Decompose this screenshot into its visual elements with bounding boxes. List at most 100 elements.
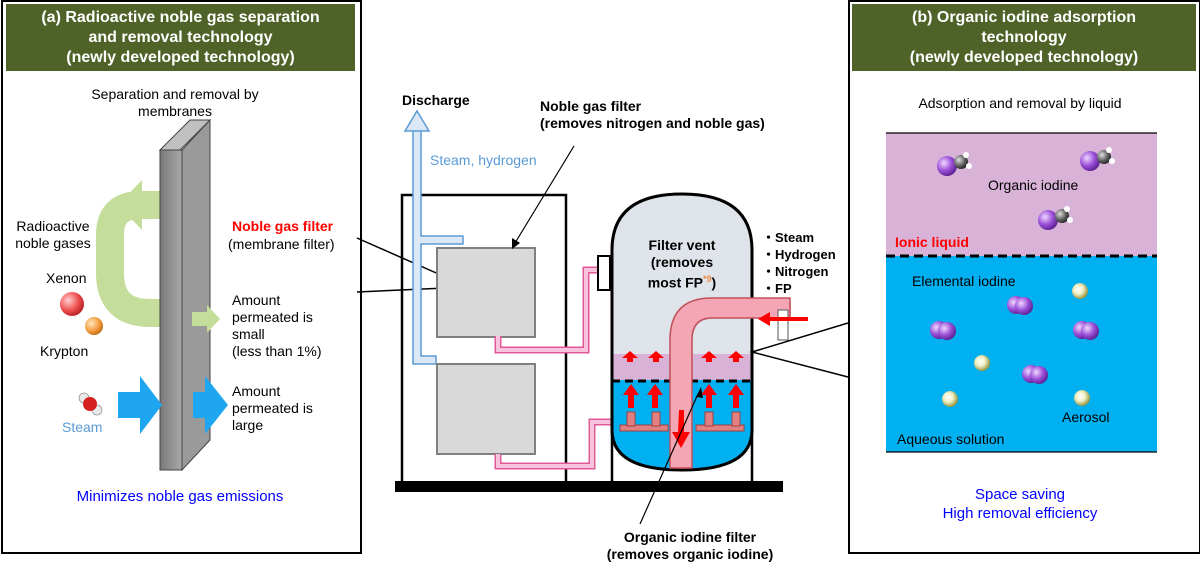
sparger-nozzle-2 <box>651 411 661 427</box>
xenon-label: Xenon <box>46 270 87 286</box>
membrane-caption-line2: membranes <box>138 103 212 119</box>
organic-filter-line2: (removes organic iodine) <box>606 546 774 562</box>
membrane-caption: Separation and removal by membranes <box>50 86 300 120</box>
noble-gas-return-arrowhead <box>118 180 142 230</box>
aqueous-solution-label: Aqueous solution <box>897 431 1005 447</box>
xenon-atom <box>60 292 84 316</box>
panel-b-header: (b) Organic iodine adsorption technology… <box>852 4 1196 71</box>
panel-a-footer: Minimizes noble gas emissions <box>76 488 284 505</box>
steam-hydrogen-label: Steam, hydrogen <box>430 152 537 168</box>
large-line1: Amount <box>232 383 281 399</box>
aerosol-label: Aerosol <box>1062 409 1110 425</box>
pipe-down-arrow <box>672 410 690 448</box>
up-arrow-1 <box>623 384 639 408</box>
radioactive-noble-gases-label: Radioactive noble gases <box>8 218 98 252</box>
elemental-iodine-label: Elemental iodine <box>912 273 1016 289</box>
noble-gas-filter-label: Noble gas filter <box>232 218 334 234</box>
steam-arrow-out <box>193 376 228 434</box>
aerosol-particle-3 <box>942 391 958 407</box>
inflow-nitrogen: ・Nitrogen <box>762 264 829 279</box>
noble-filter-line2: (removes nitrogen and noble gas) <box>540 115 765 131</box>
organic-filter-leader <box>639 393 699 525</box>
membrane-caption-line1: Separation and removal by <box>91 86 259 102</box>
krypton-label: Krypton <box>40 343 89 359</box>
small-permeation-arrow <box>192 305 220 333</box>
base-plate <box>395 481 783 492</box>
discharge-pipe <box>412 129 464 365</box>
krypton-atom <box>85 317 103 335</box>
organic-iodine-molecule-2 <box>1080 147 1115 171</box>
filter-vent-vessel <box>610 192 754 472</box>
ionic-liquid-layer <box>886 133 1157 256</box>
vent-line3: most FP <box>647 274 704 291</box>
organic-iodine-filter-callout: Organic iodine filter (removes organic i… <box>560 529 820 563</box>
elemental-iodine-molecule-3 <box>1073 321 1099 340</box>
panel-b-title-line3: (newly developed technology) <box>909 48 1139 66</box>
vent-line2: (removes <box>650 254 714 270</box>
discharge-arrowhead <box>403 109 431 132</box>
pink-pipe-lower-inner <box>496 420 612 468</box>
small-line1: Amount <box>232 292 281 308</box>
organic-iodine-molecule-3 <box>1038 206 1073 230</box>
vent-line3-end: ) <box>711 274 717 291</box>
up-arrow-4 <box>728 384 744 408</box>
vent-line3-row: most FP*9) <box>622 271 742 292</box>
organic-filter-line1: Organic iodine filter <box>623 529 757 545</box>
panel-b-footer-line1: Space saving <box>974 486 1066 503</box>
organic-filter-leader-head <box>696 387 703 398</box>
inflow-fp: ・FP <box>762 281 792 296</box>
filter-vent-label: Filter vent (removes most FP*9) <box>622 237 742 292</box>
aerosol-particle-4 <box>1074 390 1090 406</box>
ionic-liquid-label: Ionic liquid <box>895 234 969 250</box>
panel-b-title-line2: technology <box>981 28 1067 46</box>
up-arrow-2 <box>647 384 663 408</box>
noble-filter-leader <box>514 145 575 244</box>
aerosol-particle-2 <box>974 355 990 371</box>
noble-gas-filter-box-lower <box>436 363 536 455</box>
radioactive-line2: noble gases <box>15 235 91 251</box>
aqueous-layer <box>886 256 1157 452</box>
inlet-red-arrow <box>758 312 808 326</box>
vent-line1: Filter vent <box>648 237 716 253</box>
inflow-hydrogen: ・Hydrogen <box>762 247 836 262</box>
noble-filter-leader-head <box>512 238 520 249</box>
water-molecule-o <box>83 397 97 411</box>
up-arrow-3 <box>701 384 717 408</box>
sparger-nozzle-3 <box>704 411 714 427</box>
inflow-steam: ・Steam <box>762 230 815 245</box>
elemental-iodine-molecule-1 <box>1007 296 1033 315</box>
noble-filter-line1: Noble gas filter <box>540 98 642 114</box>
up-arrow-8 <box>728 351 744 362</box>
steam-arrow-in <box>118 376 162 434</box>
organic-iodine-label: Organic iodine <box>988 177 1079 193</box>
membrane-wall <box>159 149 183 471</box>
panel-b-footer-line2: High removal efficiency <box>942 505 1098 522</box>
discharge-label: Discharge <box>402 92 470 108</box>
callout-line-b <box>749 322 849 378</box>
membrane-filter-label: (membrane filter) <box>228 236 335 252</box>
aerosol-particle-1 <box>1072 283 1088 299</box>
upward-arrows-water <box>623 384 744 408</box>
small-line2: permeated is <box>232 309 313 325</box>
small-line3: small <box>232 326 265 342</box>
panel-a-header: (a) Radioactive noble gas separation and… <box>6 4 355 71</box>
sparger-nozzle-4 <box>731 411 741 427</box>
elemental-iodine-molecule-4 <box>1022 365 1048 384</box>
upward-arrows-ionic <box>622 351 744 362</box>
panel-a-title-line2: and removal technology <box>88 28 273 46</box>
pink-pipe-upper-inner <box>496 268 606 352</box>
up-arrow-5 <box>622 351 638 362</box>
inflow-list: ・Steam ・Hydrogen ・Nitrogen ・FP <box>762 229 836 297</box>
filter-frame <box>400 193 568 481</box>
sparger-bar-left <box>619 424 669 432</box>
panel-a-title-line1: (a) Radioactive noble gas separation <box>41 8 320 26</box>
elemental-iodine-molecule-2 <box>930 321 956 340</box>
sparger-bar-right <box>695 424 745 432</box>
panel-b-footer: Space saving High removal efficiency <box>870 485 1170 523</box>
up-arrow-6 <box>648 351 664 362</box>
small-line4: (less than 1%) <box>232 343 322 359</box>
sparger-nozzle-1 <box>626 411 636 427</box>
steam-label: Steam <box>62 419 103 435</box>
